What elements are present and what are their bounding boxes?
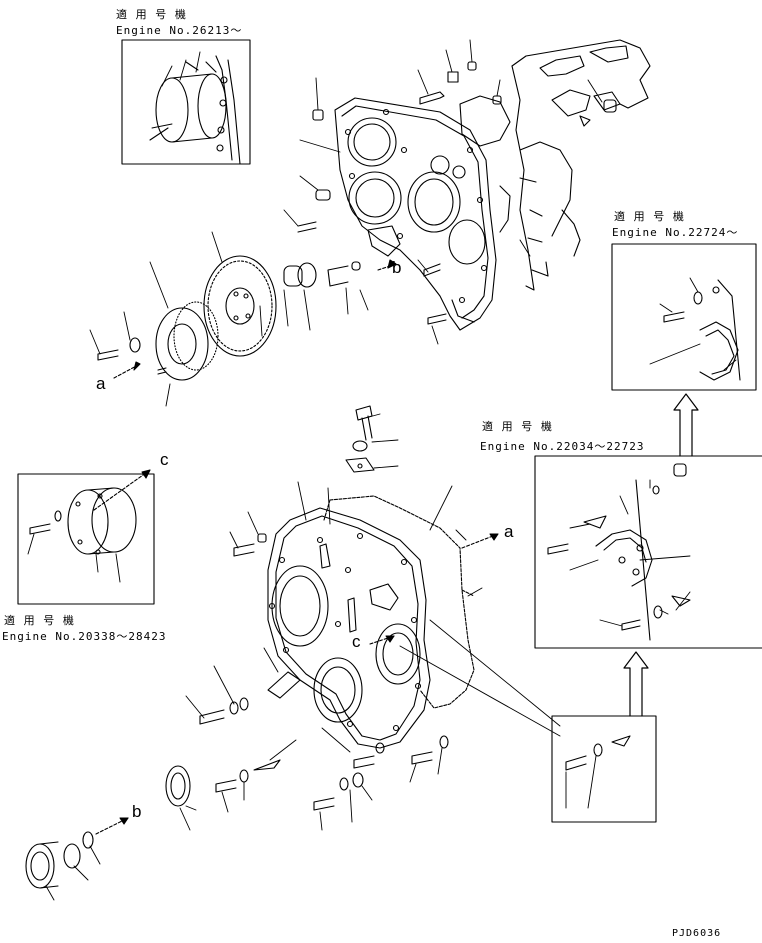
inset-box-left bbox=[17, 473, 155, 605]
hollow-arrows bbox=[623, 393, 699, 717]
inset-right-top-engine-number: Engine No.22724～ bbox=[612, 226, 739, 239]
inset-left-engine-number: Engine No.20338～28423 bbox=[2, 630, 167, 643]
callout-b-lower: b bbox=[132, 802, 142, 821]
callout-c-inset: c bbox=[160, 450, 169, 469]
inset-top-engine-number: Engine No.26213～ bbox=[116, 24, 243, 37]
inset-right-top-applicability: 適 用 号 機 bbox=[614, 210, 685, 223]
gasket bbox=[323, 495, 475, 709]
inset-box-right-mid bbox=[534, 455, 762, 649]
inset-right-mid-applicability: 適 用 号 機 bbox=[482, 420, 553, 433]
right-mid-inset-part bbox=[547, 463, 691, 641]
gear-housing-plate bbox=[334, 97, 497, 331]
upper-fasteners bbox=[297, 61, 617, 325]
inset-box-right-top bbox=[611, 243, 757, 391]
engine-block bbox=[459, 39, 651, 291]
inset-right-mid-engine-number: Engine No.22034～22723 bbox=[480, 440, 645, 453]
front-gear-cover bbox=[267, 507, 431, 749]
right-top-inset-part bbox=[663, 279, 741, 381]
bottom-right-inset-part bbox=[565, 735, 631, 771]
callout-a-lower: a bbox=[504, 522, 514, 541]
leader-lines bbox=[27, 39, 737, 901]
inset-box-bottom-right bbox=[551, 715, 657, 823]
callout-b-upper: b bbox=[392, 258, 402, 277]
inset-top-applicability: 適 用 号 機 bbox=[116, 8, 187, 21]
seal-cap-part bbox=[149, 55, 241, 165]
inset-box-top bbox=[121, 39, 251, 165]
left-inset-part bbox=[29, 487, 137, 555]
gear-train-upper bbox=[97, 255, 317, 381]
drawing-code: PJD6036 bbox=[672, 928, 722, 939]
callout-c-lower: c bbox=[352, 632, 361, 651]
callout-arrows bbox=[93, 259, 499, 835]
inset-left-applicability: 適 用 号 機 bbox=[4, 614, 75, 627]
lower-fasteners bbox=[25, 405, 449, 889]
callout-a-upper: a bbox=[96, 374, 106, 393]
